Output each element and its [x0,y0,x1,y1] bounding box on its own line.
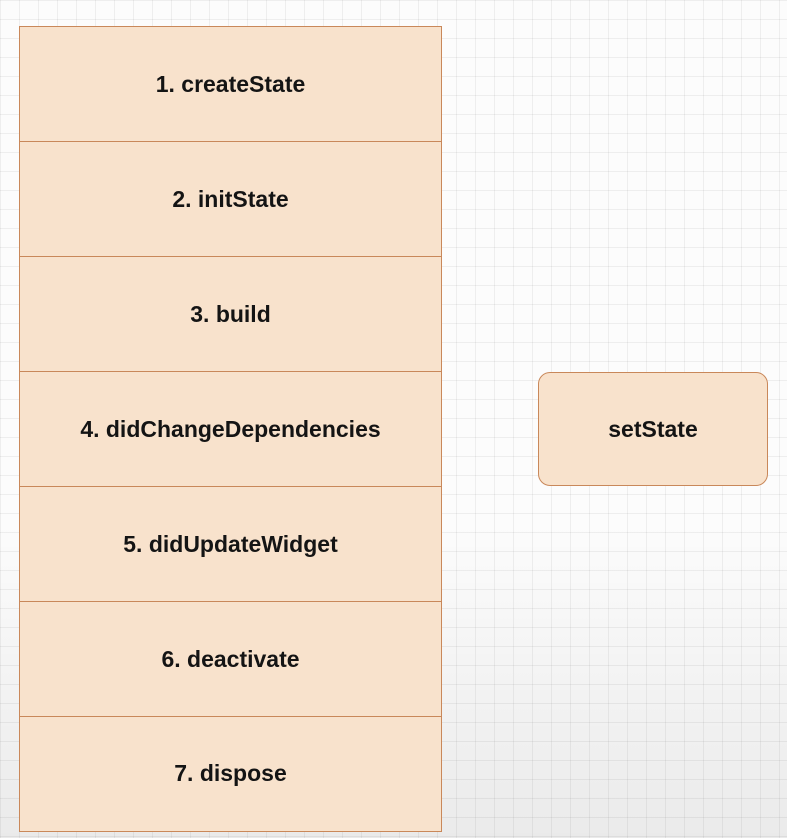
lifecycle-step-build: 3. build [20,257,441,372]
lifecycle-stack: 1. createState 2. initState 3. build 4. … [19,26,442,832]
lifecycle-step-did-update-widget: 5. didUpdateWidget [20,487,441,602]
lifecycle-step-init-state: 2. initState [20,142,441,257]
lifecycle-step-dispose: 7. dispose [174,760,287,786]
lifecycle-step-did-change-dependencies: 4. didChangeDependencies [20,372,441,487]
set-state-box: setState [538,372,768,486]
lifecycle-step-deactivate: 6. deactivate [20,602,441,717]
lifecycle-step-create-state: 1. createState [20,27,441,142]
